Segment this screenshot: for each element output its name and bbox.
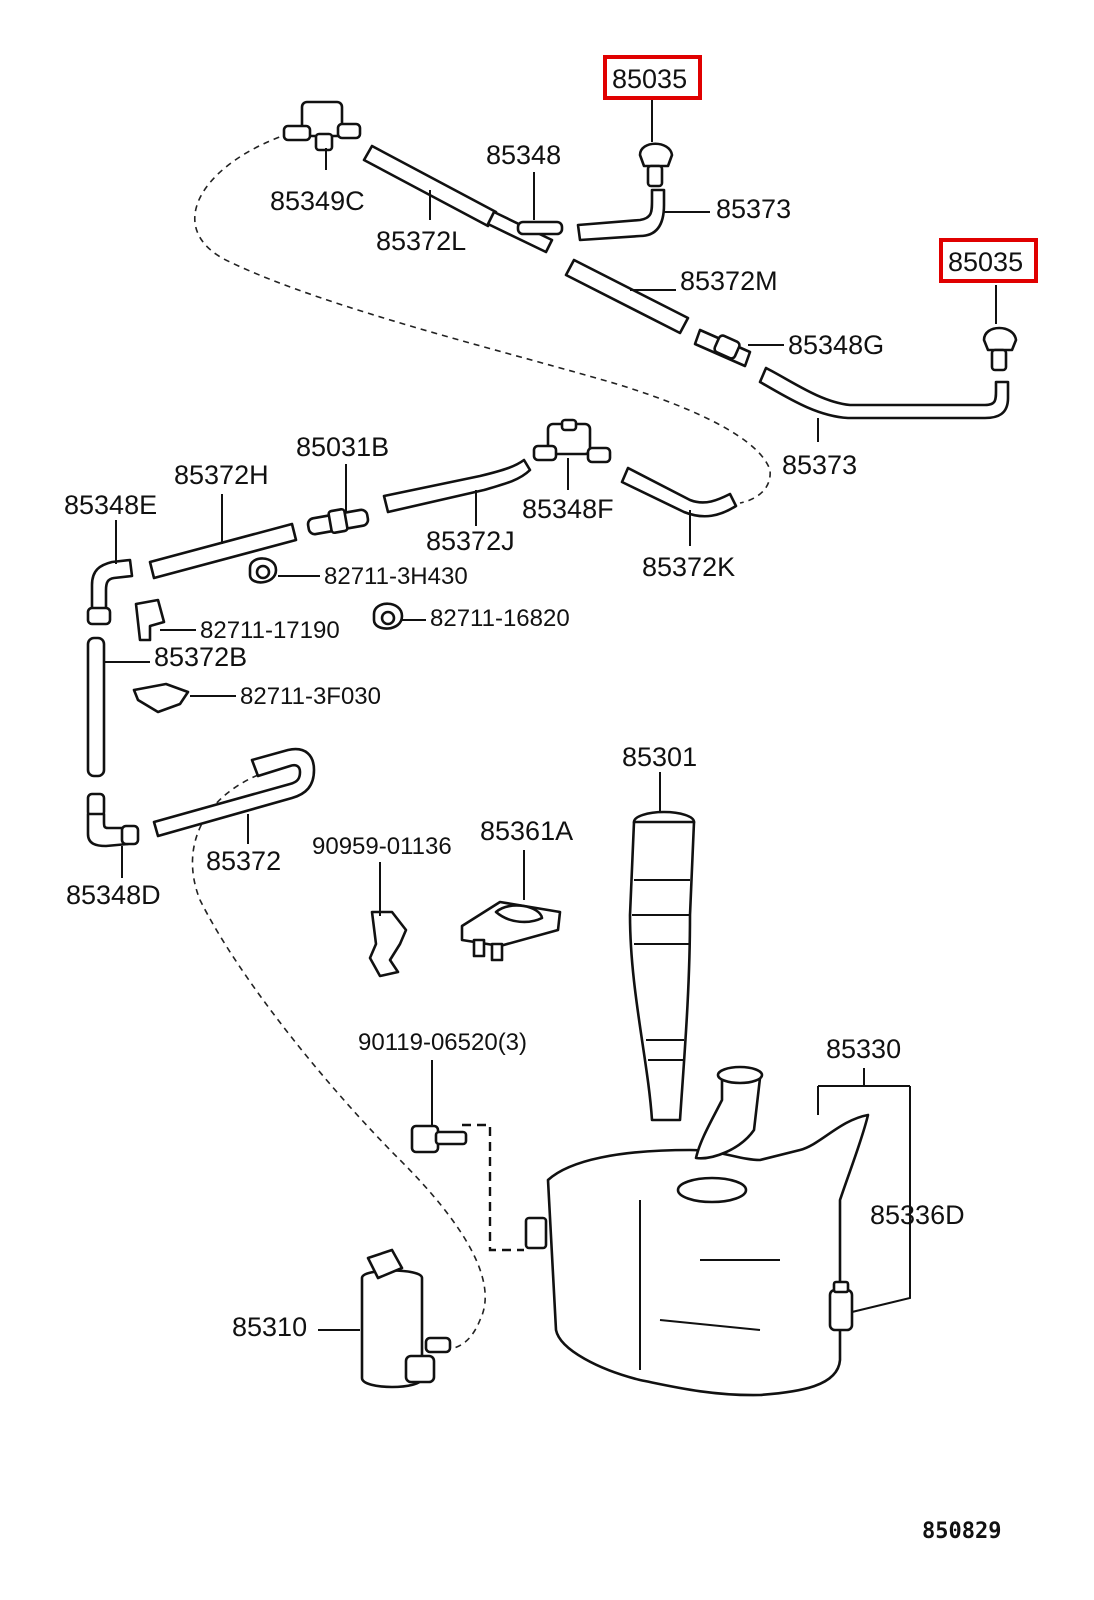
- connector-85031B: [306, 507, 370, 536]
- hose-85372M: [564, 258, 690, 335]
- grommet-85336D: [828, 1280, 854, 1332]
- label-85031B[interactable]: 85031B: [296, 432, 389, 462]
- label-85372J[interactable]: 85372J: [426, 526, 515, 556]
- label-85349C[interactable]: 85349C: [270, 186, 365, 216]
- label-90119-06520[interactable]: 90119-06520(3): [358, 1029, 527, 1056]
- tee-85348: [486, 210, 564, 254]
- highlight-box-85035-right: [939, 238, 1038, 283]
- label-85372H[interactable]: 85372H: [174, 460, 269, 490]
- hose-85372L: [362, 144, 498, 228]
- label-85372[interactable]: 85372: [206, 846, 281, 876]
- label-82711-17190[interactable]: 82711-17190: [200, 617, 340, 644]
- elbow-hose-85373-top: [576, 188, 666, 242]
- label-85372M[interactable]: 85372M: [680, 266, 778, 296]
- label-85348G[interactable]: 85348G: [788, 330, 884, 360]
- bolt-90119-06520: [410, 1124, 468, 1154]
- label-85035-top[interactable]: 85035: [612, 64, 687, 94]
- washer-pump-85310: [360, 1248, 452, 1389]
- hose-85372: [152, 747, 316, 838]
- label-85372K[interactable]: 85372K: [642, 552, 735, 582]
- label-85348E[interactable]: 85348E: [64, 490, 157, 520]
- elbow-85348D: [86, 792, 140, 848]
- clip-82711-16820: [372, 602, 404, 630]
- label-85348F[interactable]: 85348F: [522, 494, 614, 524]
- label-85372L[interactable]: 85372L: [376, 226, 466, 256]
- label-85348D[interactable]: 85348D: [66, 880, 161, 910]
- washer-tank-85330: [524, 1065, 870, 1397]
- label-85330[interactable]: 85330: [826, 1034, 901, 1064]
- washer-nozzle-85035-top: [638, 142, 674, 188]
- label-85035-right[interactable]: 85035: [948, 247, 1023, 277]
- clip-82711-3H430: [248, 557, 278, 584]
- washer-nozzle-85035-right: [982, 326, 1018, 372]
- highlight-box-85035-top: [603, 55, 702, 100]
- hose-85372H: [148, 522, 298, 580]
- dashed-route-upper: [193, 129, 771, 504]
- label-85373-top[interactable]: 85373: [716, 194, 791, 224]
- joint-85348G: [693, 328, 752, 368]
- label-85373-right[interactable]: 85373: [782, 450, 857, 480]
- label-82711-3F030[interactable]: 82711-3F030: [240, 683, 381, 710]
- label-85336D[interactable]: 85336D: [870, 1200, 965, 1230]
- diagram-code: 850829: [922, 1519, 1001, 1544]
- hose-85372B: [86, 636, 106, 778]
- clip-82711-3F030: [132, 682, 190, 714]
- hose-85373-right: [758, 366, 1010, 420]
- label-85348[interactable]: 85348: [486, 140, 561, 170]
- label-82711-3H430[interactable]: 82711-3H430: [324, 563, 468, 590]
- bracket-85361A: [460, 900, 562, 962]
- label-85372B[interactable]: 85372B: [154, 642, 247, 672]
- label-85301[interactable]: 85301: [622, 742, 697, 772]
- hose-85372J: [382, 458, 532, 514]
- clip-90959-01136: [368, 910, 408, 978]
- dashed-bolt-guide: [462, 1123, 524, 1252]
- label-82711-16820[interactable]: 82711-16820: [430, 605, 570, 632]
- hose-85372K: [620, 466, 738, 518]
- dashed-route-lower: [191, 774, 486, 1351]
- elbow-85348E: [86, 558, 134, 626]
- leader-lines: [104, 100, 997, 1331]
- label-85310[interactable]: 85310: [232, 1312, 307, 1342]
- label-90959-01136[interactable]: 90959-01136: [312, 833, 452, 860]
- bracket-82711-17190: [134, 598, 166, 642]
- tee-85348F: [532, 418, 612, 464]
- tee-joint-85349C: [282, 100, 362, 152]
- filler-tube-85301: [628, 810, 696, 1122]
- label-85361A[interactable]: 85361A: [480, 816, 573, 846]
